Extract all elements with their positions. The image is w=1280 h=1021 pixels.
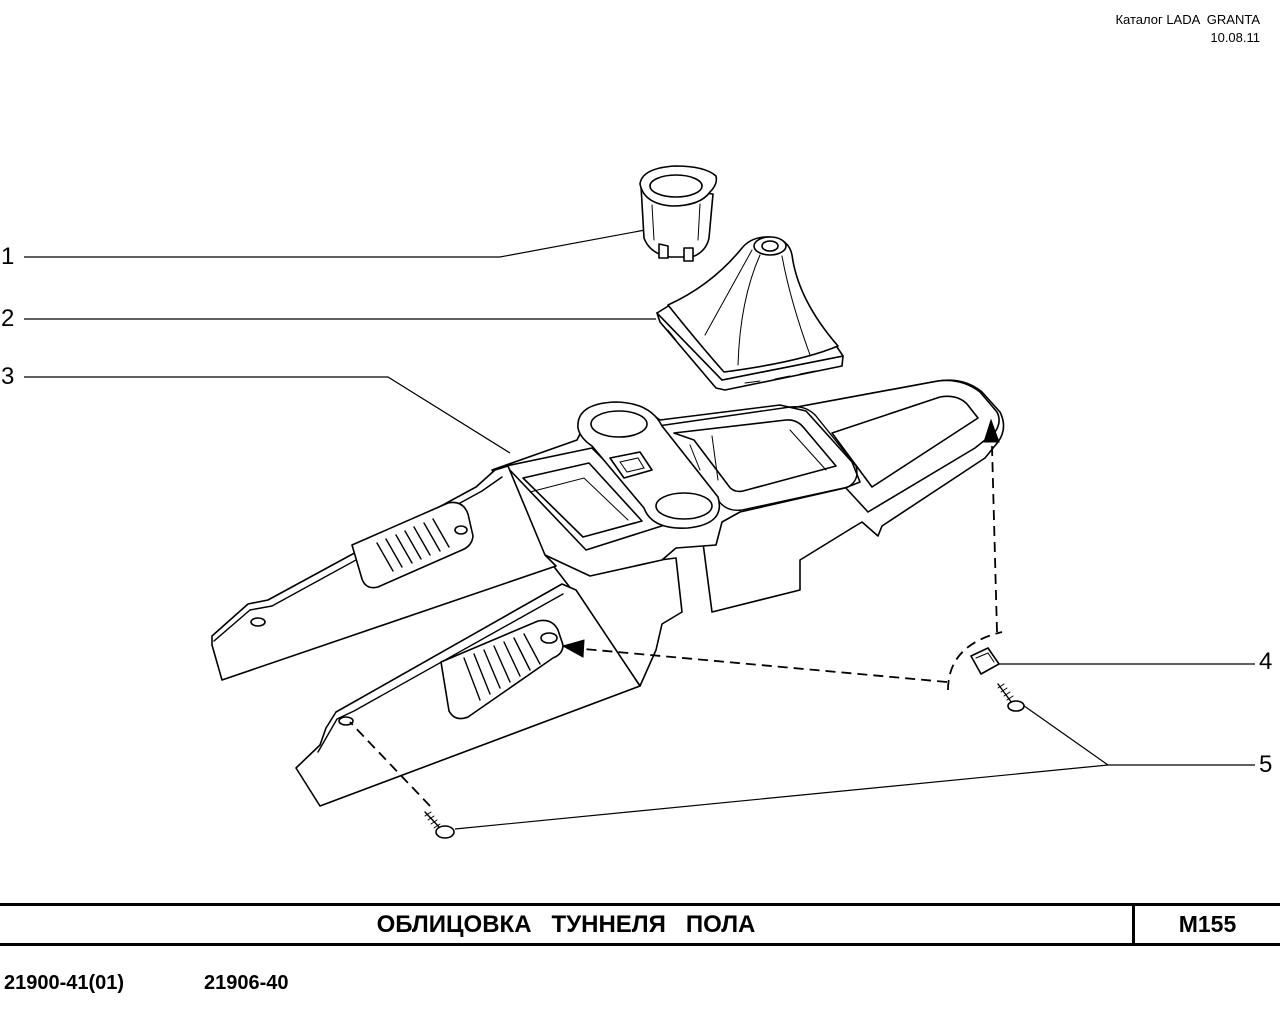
left-vent-slats <box>376 518 450 572</box>
insert-opening <box>649 174 703 198</box>
front-vent-slats <box>463 633 541 701</box>
leader-line-1 <box>24 229 646 258</box>
page-code: M155 <box>1178 911 1237 937</box>
boot-folds <box>704 249 811 366</box>
insert-grooves <box>651 203 701 241</box>
front-lower-panel-rim <box>317 593 564 753</box>
title-block-bottom-rule <box>0 943 1280 946</box>
cup-holder-latch <box>609 451 653 479</box>
boot-collar-opening <box>761 240 779 252</box>
arrowhead-left <box>561 639 585 658</box>
leader-line-3 <box>24 376 511 454</box>
boot-cone <box>667 236 839 373</box>
clip-detail-arc <box>947 631 1003 691</box>
part-4-spring-clip <box>970 647 1000 675</box>
part-3-tunnel-console <box>211 379 1005 807</box>
shifter-frame-outer <box>657 406 858 511</box>
page-title: ОБЛИЦОВКА ТУННЕЛЯ ПОЛА <box>376 911 756 938</box>
console-rear-recess <box>831 395 979 488</box>
front-panel-mount-hole <box>338 716 354 726</box>
cup-holder-lower-hole <box>655 492 713 520</box>
clip-to-console-vertical-path <box>991 445 998 633</box>
catalog-date: 10.08.11 <box>1210 30 1260 45</box>
model-code-1: 21900-41(01) <box>4 972 125 994</box>
upper-screw-shank <box>997 683 1013 704</box>
callout-1: 1 <box>1 243 15 270</box>
left-wing-mount-hole <box>250 617 266 627</box>
lower-screw-thread <box>424 811 441 829</box>
clip-to-console-horizontal-path <box>583 648 948 683</box>
lower-screw-head <box>435 825 455 839</box>
storage-tray-floor-line <box>529 477 629 521</box>
boot-base-clips <box>667 329 816 384</box>
assembly-paths <box>349 418 1003 807</box>
upper-screw-head <box>1007 700 1025 712</box>
left-vent-knob <box>454 525 468 535</box>
clip-fold <box>975 652 995 663</box>
cup-holder-latch-slot <box>619 457 645 473</box>
callout-5: 5 <box>1259 751 1273 778</box>
title-block-divider <box>1132 903 1135 946</box>
model-code-2: 21906-40 <box>204 972 289 994</box>
callout-4: 4 <box>1259 648 1273 675</box>
callout-2: 2 <box>1 305 15 332</box>
callout-3: 3 <box>1 363 15 390</box>
insert-tabs <box>658 243 694 262</box>
arrowhead-up <box>983 418 1000 443</box>
storage-tray-inner <box>522 462 643 538</box>
shifter-opening <box>673 419 837 493</box>
part-5-screws <box>424 683 1025 839</box>
catalog-name: Каталог LADA GRANTA <box>1115 12 1260 27</box>
upper-screw-thread <box>997 683 1014 701</box>
clip-body <box>970 647 1000 675</box>
front-vent-knob <box>540 632 558 644</box>
lower-screw-path <box>349 721 431 807</box>
left-wing-rim <box>213 476 503 642</box>
part-1-cup-holder-insert <box>639 165 718 262</box>
cup-holder-upper-hole <box>590 410 648 438</box>
part-2-gear-lever-boot <box>656 236 844 391</box>
front-vent-housing <box>440 619 564 720</box>
leader-lines <box>24 229 1255 830</box>
shifter-opening-lip <box>689 429 827 481</box>
title-block-top-rule <box>0 903 1280 906</box>
leader-line-5 <box>454 702 1255 830</box>
